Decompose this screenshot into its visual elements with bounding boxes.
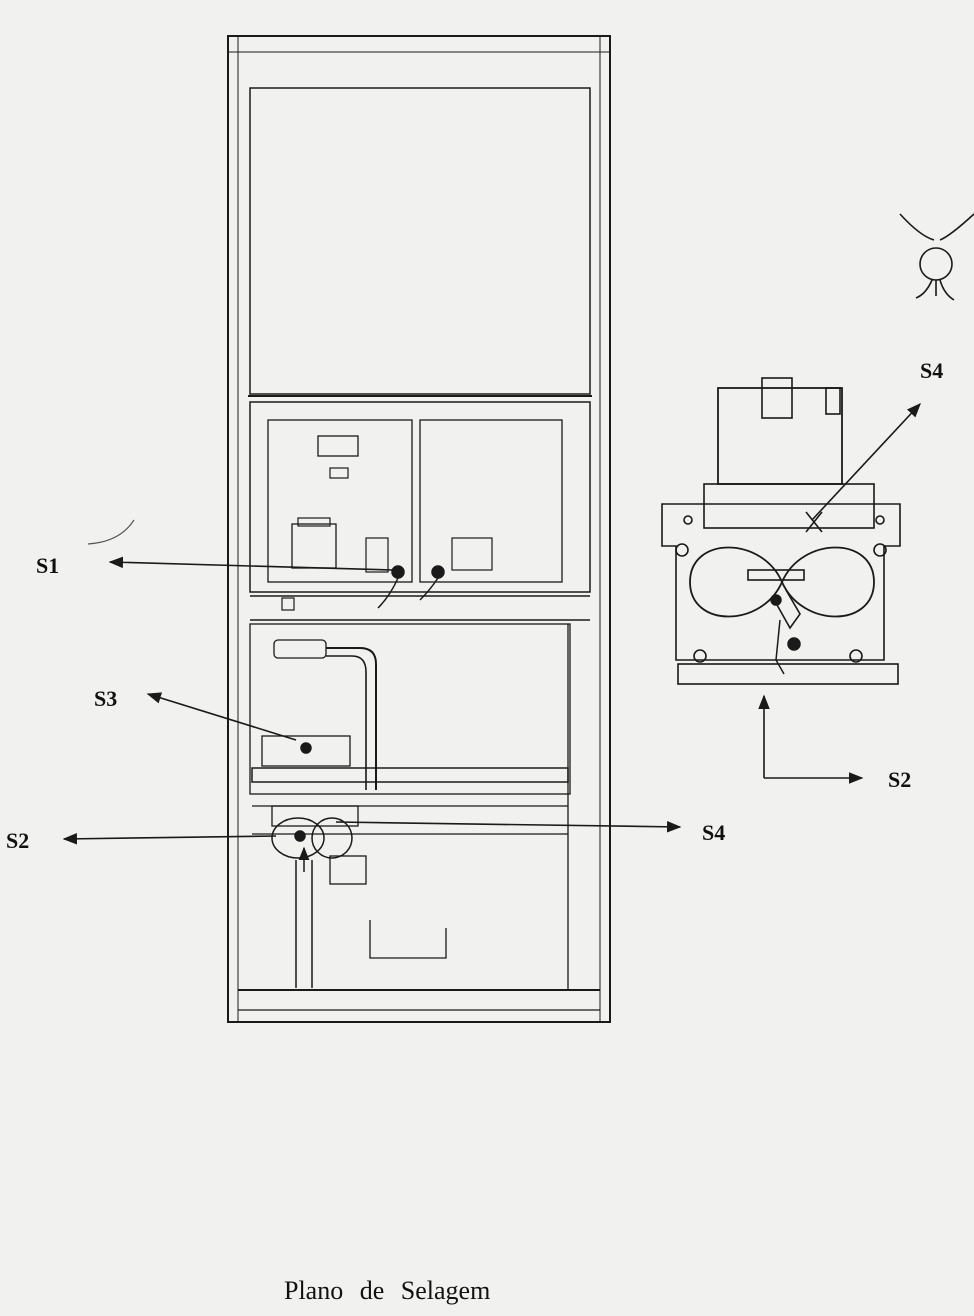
meter-seal-marks <box>770 594 801 675</box>
pencil-mark <box>87 519 135 545</box>
arrow-s4-mid <box>335 821 682 833</box>
callout-arrows <box>62 402 921 845</box>
label-s2-right: S2 <box>888 767 912 792</box>
label-s1: S1 <box>36 553 60 578</box>
label-s4-mid: S4 <box>702 820 726 845</box>
seal-marks <box>294 565 445 872</box>
diagram-caption: Plano de Selagem <box>284 1276 491 1305</box>
meter-detail-illustration <box>661 377 901 685</box>
seal-wire-icon <box>899 213 974 301</box>
dispenser-cabinet <box>227 35 611 1023</box>
arrow-s1 <box>108 556 393 571</box>
label-s3: S3 <box>94 686 118 711</box>
label-s4-right: S4 <box>920 358 944 383</box>
arrow-s2-left <box>62 833 277 845</box>
label-s2-left: S2 <box>6 828 30 853</box>
arrow-s3 <box>146 692 297 741</box>
arrow-s4-right <box>811 402 921 521</box>
